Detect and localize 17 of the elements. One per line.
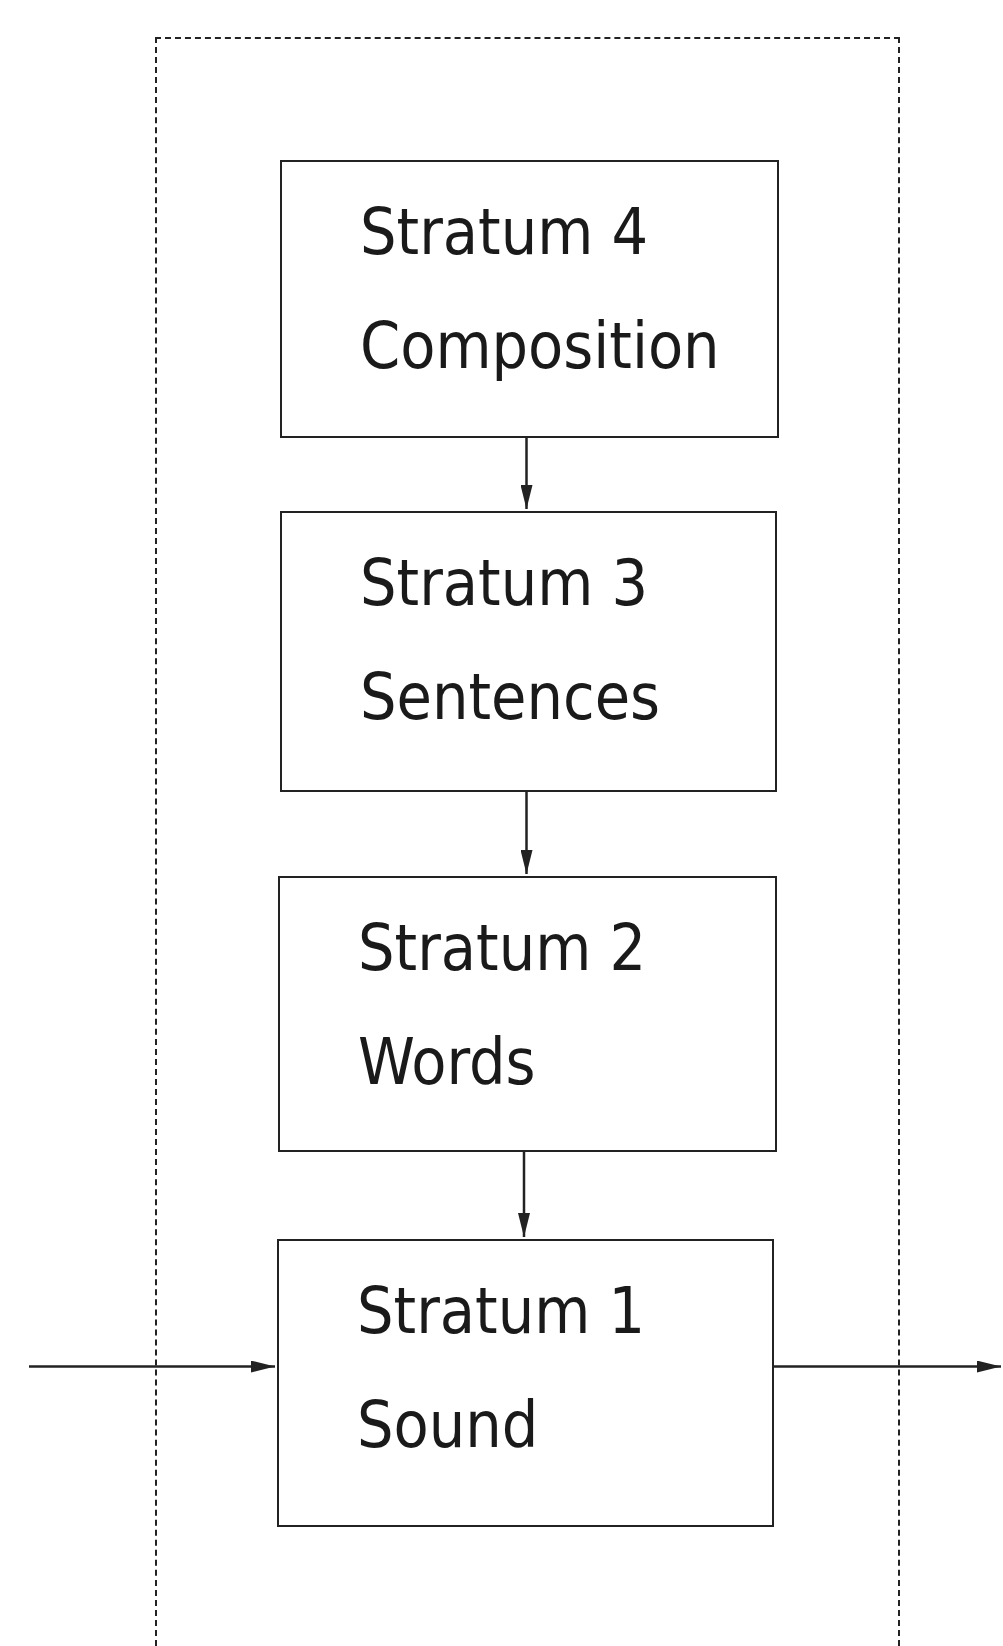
stratum-box xyxy=(280,511,777,792)
arrow xyxy=(520,436,533,509)
box-heading: Stratum 1 xyxy=(357,1273,646,1350)
stratum-box xyxy=(278,876,777,1152)
arrow xyxy=(29,1360,275,1373)
box-heading: Stratum 4 xyxy=(360,194,649,271)
box-heading: Stratum 3 xyxy=(360,545,649,622)
box-label: Sentences xyxy=(360,659,661,736)
arrow xyxy=(518,1150,530,1237)
box-label: Composition xyxy=(360,308,720,385)
arrow xyxy=(520,790,533,874)
stratum-box xyxy=(280,160,779,438)
stratum-box xyxy=(277,1239,774,1527)
box-label: Words xyxy=(358,1024,536,1101)
box-label: Sound xyxy=(357,1387,539,1464)
box-heading: Stratum 2 xyxy=(358,910,647,987)
dashed-boundary xyxy=(155,37,900,1646)
